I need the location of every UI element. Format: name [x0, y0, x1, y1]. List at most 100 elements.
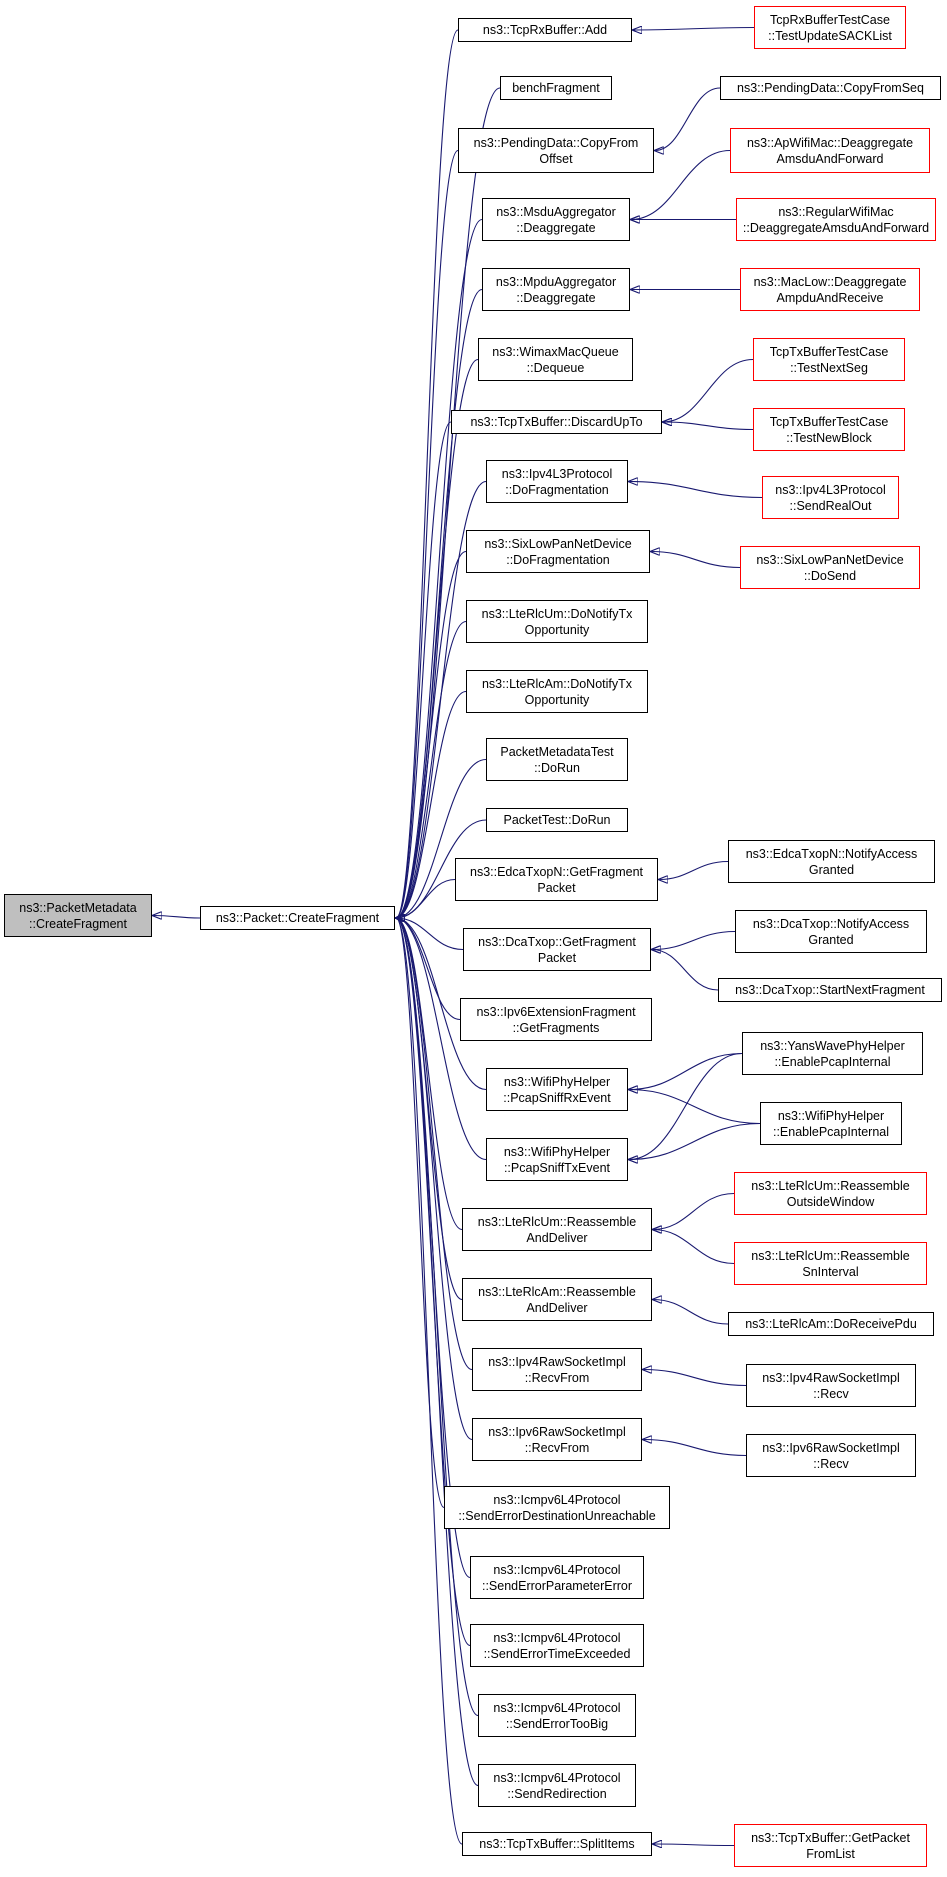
graph-node-mpdu[interactable]: ns3::MpduAggregator ::Deaggregate: [482, 268, 630, 311]
node-label: ns3::Packet::CreateFragment: [215, 911, 380, 925]
edge-dcanotify-to-dcafrag: [652, 930, 736, 950]
node-label: ns3::DcaTxop::StartNextFragment: [735, 983, 925, 997]
edge-discard-to-pkt: [396, 421, 452, 918]
graph-node-umoutside[interactable]: ns3::LteRlcUm::Reassemble OutsideWindow: [734, 1172, 927, 1215]
edge-pendoff-to-pkt: [396, 149, 459, 919]
edge-dcastart-to-dcafrag: [652, 950, 719, 991]
graph-node-apdeagg[interactable]: ns3::ApWifiMac::Deaggregate AmsduAndForw…: [730, 128, 930, 173]
graph-node-pkt[interactable]: ns3::Packet::CreateFragment: [200, 906, 395, 930]
graph-node-dcanotify[interactable]: ns3::DcaTxop::NotifyAccess Granted: [735, 910, 927, 953]
graph-node-yans[interactable]: ns3::YansWavePhyHelper ::EnablePcapInter…: [742, 1032, 923, 1075]
edge-ipv4raw-to-pkt: [396, 918, 473, 1371]
graph-node-tcprxadd[interactable]: ns3::TcpRxBuffer::Add: [458, 18, 632, 42]
graph-node-pmtest[interactable]: PacketMetadataTest ::DoRun: [486, 738, 628, 781]
node-label: ns3::MsduAggregator ::Deaggregate: [496, 204, 616, 235]
graph-node-ipv4recv[interactable]: ns3::Ipv4RawSocketImpl ::Recv: [746, 1364, 916, 1407]
graph-node-ipv6raw[interactable]: ns3::Ipv6RawSocketImpl ::RecvFrom: [472, 1418, 642, 1461]
node-label: TcpTxBufferTestCase ::TestNextSeg: [769, 344, 889, 375]
edge-sendreal-to-ipv4dofrag: [629, 482, 763, 499]
graph-node-dcafrag[interactable]: ns3::DcaTxop::GetFragment Packet: [463, 928, 651, 971]
graph-node-wimax[interactable]: ns3::WimaxMacQueue ::Dequeue: [478, 338, 633, 381]
graph-node-pendseq[interactable]: ns3::PendingData::CopyFromSeq: [720, 76, 941, 100]
node-label: ns3::TcpTxBuffer::DiscardUpTo: [470, 415, 643, 429]
graph-node-dosend[interactable]: ns3::SixLowPanNetDevice ::DoSend: [740, 546, 920, 589]
edge-nextseg-to-discard: [663, 358, 754, 423]
edge-sixdofrag-to-pkt: [396, 550, 467, 919]
graph-node-ipv6frag[interactable]: ns3::Ipv6ExtensionFragment ::GetFragment…: [460, 998, 652, 1041]
node-label: TcpTxBufferTestCase ::TestNewBlock: [769, 414, 889, 445]
graph-node-newblock[interactable]: TcpTxBufferTestCase ::TestNewBlock: [753, 408, 905, 451]
graph-node-sniffrx[interactable]: ns3::WifiPhyHelper ::PcapSniffRxEvent: [486, 1068, 628, 1111]
edge-umoutside-to-umreasm: [653, 1192, 735, 1230]
graph-node-ipv4raw[interactable]: ns3::Ipv4RawSocketImpl ::RecvFrom: [472, 1348, 642, 1391]
graph-node-regdeagg[interactable]: ns3::RegularWifiMac ::DeaggregateAmsduAn…: [736, 198, 936, 241]
node-label: ns3::Icmpv6L4Protocol ::SendErrorDestina…: [458, 1492, 656, 1523]
graph-node-wifienable[interactable]: ns3::WifiPhyHelper ::EnablePcapInternal: [760, 1102, 902, 1145]
node-label: ns3::PendingData::CopyFromSeq: [737, 81, 924, 95]
edge-ipv6raw-to-pkt: [396, 918, 473, 1441]
edge-newblock-to-discard: [663, 422, 754, 431]
graph-node-nextseg[interactable]: TcpTxBufferTestCase ::TestNextSeg: [753, 338, 905, 381]
graph-node-ptest[interactable]: PacketTest::DoRun: [486, 808, 628, 832]
graph-node-amreasm[interactable]: ns3::LteRlcAm::Reassemble AndDeliver: [462, 1278, 652, 1321]
edge-snifftx-to-pkt: [396, 918, 487, 1161]
node-label: ns3::MacLow::Deaggregate AmpduAndReceive: [753, 274, 907, 305]
node-label: ns3::LteRlcAm::DoNotifyTx Opportunity: [481, 676, 633, 707]
graph-node-sixdofrag[interactable]: ns3::SixLowPanNetDevice ::DoFragmentatio…: [466, 530, 650, 573]
node-label: ns3::Icmpv6L4Protocol ::SendErrorTooBig: [493, 1700, 621, 1731]
node-label: ns3::YansWavePhyHelper ::EnablePcapInter…: [760, 1038, 905, 1069]
edge-amdorecv-to-amreasm: [653, 1300, 729, 1325]
node-label: PacketTest::DoRun: [503, 813, 611, 827]
node-label: ns3::ApWifiMac::Deaggregate AmsduAndForw…: [746, 135, 914, 166]
graph-node-edcafrag[interactable]: ns3::EdcaTxopN::GetFragment Packet: [455, 858, 658, 901]
edge-rlcamtx-to-pkt: [396, 690, 467, 919]
graph-node-bench[interactable]: benchFragment: [500, 76, 612, 100]
node-label: ns3::Ipv4L3Protocol ::DoFragmentation: [501, 466, 613, 497]
graph-node-umreasm[interactable]: ns3::LteRlcUm::Reassemble AndDeliver: [462, 1208, 652, 1251]
node-label: ns3::PacketMetadata ::CreateFragment: [19, 900, 137, 931]
node-label: ns3::WifiPhyHelper ::PcapSniffTxEvent: [503, 1144, 611, 1175]
node-label: ns3::MpduAggregator ::Deaggregate: [495, 274, 617, 305]
graph-node-rlcamtx[interactable]: ns3::LteRlcAm::DoNotifyTx Opportunity: [466, 670, 648, 713]
edge-split-to-pkt: [396, 918, 463, 1845]
graph-node-sack[interactable]: TcpRxBufferTestCase ::TestUpdateSACKList: [754, 6, 906, 49]
graph-node-icmpbig[interactable]: ns3::Icmpv6L4Protocol ::SendErrorTooBig: [478, 1694, 636, 1737]
node-label: ns3::TcpTxBuffer::SplitItems: [479, 1837, 635, 1851]
edge-ipv4recv-to-ipv4raw: [643, 1370, 747, 1387]
graph-node-icmpdest[interactable]: ns3::Icmpv6L4Protocol ::SendErrorDestina…: [444, 1486, 670, 1529]
node-label: ns3::SixLowPanNetDevice ::DoSend: [756, 552, 904, 583]
graph-node-pendoff[interactable]: ns3::PendingData::CopyFrom Offset: [458, 128, 654, 173]
graph-node-msdu[interactable]: ns3::MsduAggregator ::Deaggregate: [482, 198, 630, 241]
edge-icmpbig-to-pkt: [396, 918, 479, 1717]
graph-node-amdorecv[interactable]: ns3::LteRlcAm::DoReceivePdu: [728, 1312, 934, 1336]
edge-wimax-to-pkt: [396, 358, 479, 919]
node-label: ns3::Ipv4L3Protocol ::SendRealOut: [775, 482, 886, 513]
graph-node-sendreal[interactable]: ns3::Ipv4L3Protocol ::SendRealOut: [762, 476, 899, 519]
graph-node-ipv4dofrag[interactable]: ns3::Ipv4L3Protocol ::DoFragmentation: [486, 460, 628, 503]
graph-node-maclow[interactable]: ns3::MacLow::Deaggregate AmpduAndReceive: [740, 268, 920, 311]
graph-node-ipv6recv[interactable]: ns3::Ipv6RawSocketImpl ::Recv: [746, 1434, 916, 1477]
node-label: ns3::RegularWifiMac ::DeaggregateAmsduAn…: [742, 204, 930, 235]
node-label: ns3::LteRlcUm::Reassemble SnInterval: [751, 1248, 910, 1279]
graph-node-split[interactable]: ns3::TcpTxBuffer::SplitItems: [462, 1832, 652, 1856]
graph-node-icmpredir[interactable]: ns3::Icmpv6L4Protocol ::SendRedirection: [478, 1764, 636, 1807]
edge-umsn-to-umreasm: [653, 1230, 735, 1265]
edge-dosend-to-sixdofrag: [651, 552, 741, 569]
graph-node-snifftx[interactable]: ns3::WifiPhyHelper ::PcapSniffTxEvent: [486, 1138, 628, 1181]
node-label: ns3::LteRlcAm::DoReceivePdu: [745, 1317, 917, 1331]
graph-node-icmptime[interactable]: ns3::Icmpv6L4Protocol ::SendErrorTimeExc…: [470, 1624, 644, 1667]
graph-node-edcanotify[interactable]: ns3::EdcaTxopN::NotifyAccess Granted: [728, 840, 935, 883]
node-label: ns3::DcaTxop::NotifyAccess Granted: [752, 916, 910, 947]
graph-node-icmpparam[interactable]: ns3::Icmpv6L4Protocol ::SendErrorParamet…: [470, 1556, 644, 1599]
graph-node-dcastart[interactable]: ns3::DcaTxop::StartNextFragment: [718, 978, 942, 1002]
edge-sniffrx-to-pkt: [396, 918, 487, 1091]
graph-node-discard[interactable]: ns3::TcpTxBuffer::DiscardUpTo: [451, 410, 662, 434]
graph-node-umsn[interactable]: ns3::LteRlcUm::Reassemble SnInterval: [734, 1242, 927, 1285]
edge-edcanotify-to-edcafrag: [659, 860, 729, 880]
edge-pmtest-to-pkt: [396, 758, 487, 919]
graph-node-rlcumtx[interactable]: ns3::LteRlcUm::DoNotifyTx Opportunity: [466, 600, 648, 643]
edge-ipv6recv-to-ipv6raw: [643, 1440, 747, 1457]
node-label: ns3::Icmpv6L4Protocol ::SendErrorTimeExc…: [483, 1630, 631, 1661]
graph-node-getpkt[interactable]: ns3::TcpTxBuffer::GetPacket FromList: [734, 1824, 927, 1867]
